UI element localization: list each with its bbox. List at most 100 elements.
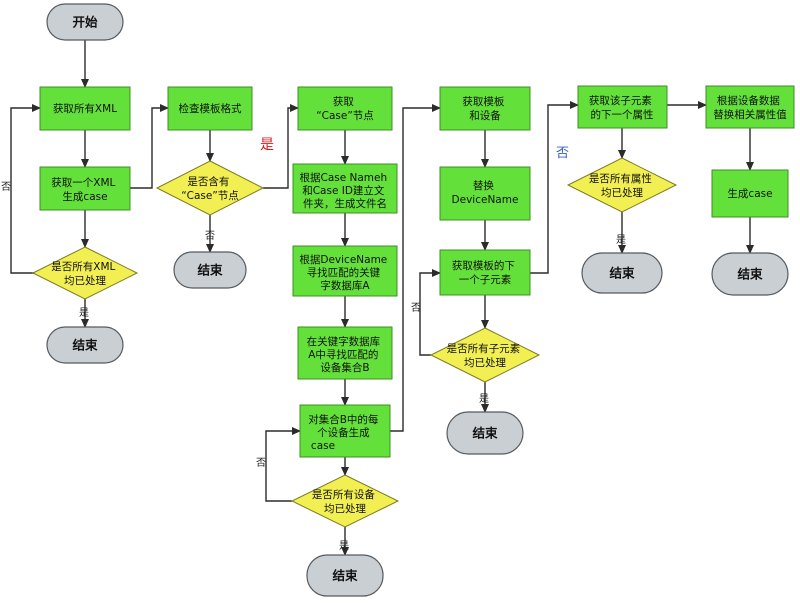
svg-text:获取一个XML 生成case: 获取一个XML 生成case xyxy=(51,177,118,203)
svg-text:是否所有子元素 均已处理: 是否所有子元素 均已处理 xyxy=(447,342,524,369)
start-terminal: 开始 xyxy=(46,3,124,41)
start-label: 开始 xyxy=(72,15,98,30)
get-one-xml-text-1: 获取一个XML xyxy=(51,177,115,189)
get-template-device-text-2: 和设备 xyxy=(469,109,501,122)
all-devices-done-decision: 是否所有设备 均已处理 xyxy=(290,474,400,528)
replace-devicename-step: 替换 DeviceName xyxy=(439,166,531,221)
svg-text:根据设备数据 替换相关属性值: 根据设备数据 替换相关属性值 xyxy=(713,94,787,121)
get-all-xml-text-1: 获取所有XML xyxy=(53,102,117,115)
all-attrs-done-text-1: 是否所有属性 xyxy=(589,172,652,185)
get-case-node-text-2: “Case”节点 xyxy=(316,110,374,122)
find-keyword-db-step: 根据DeviceName 寻找匹配的关键 字数据库A xyxy=(292,245,398,297)
svg-text:是否所有属性 均已处理: 是否所有属性 均已处理 xyxy=(589,172,655,199)
gen-case-step: 生成case xyxy=(711,169,789,218)
edge-device-decision-no-loop xyxy=(265,427,301,502)
find-keyword-db-text-1: 根据DeviceName xyxy=(299,253,387,266)
end-5-label: 结束 xyxy=(609,266,635,281)
edge-get-one-xml-to-check-template xyxy=(130,104,169,189)
label-yes-child-end: 是 xyxy=(479,393,489,405)
end-terminal-4: 结束 xyxy=(446,411,524,455)
has-case-node-decision: 是否含有 “Case”节点 xyxy=(155,160,265,216)
end-1-label: 结束 xyxy=(72,338,98,353)
get-template-device-step: 获取模板 和设备 xyxy=(439,86,531,131)
end-terminal-1: 结束 xyxy=(46,326,124,364)
svg-text:根据DeviceName 寻找匹配的关键: 根据DeviceName 寻找匹配的关键 字数据库A xyxy=(299,253,390,292)
label-yes-attr-end: 是 xyxy=(616,234,626,246)
find-device-set-text-1: 在关键字数据库 xyxy=(307,335,381,348)
label-yes-case-node: 是 xyxy=(260,137,274,153)
svg-text:获取模板的下 一个子元素: 获取模板的下 一个子元素 xyxy=(452,259,518,286)
svg-text:获取该子元素 的下一个属性: 获取该子元素 的下一个属性 xyxy=(589,94,655,121)
all-xml-done-text-1: 是否所有XML xyxy=(51,260,115,273)
create-folder-step: 根据Case Nameh 和Case ID建立文 件夹，生成文件名 xyxy=(292,163,398,214)
all-devices-done-text-2: 均已处理 xyxy=(324,503,366,515)
end-terminal-5: 结束 xyxy=(581,252,663,294)
get-next-attr-text-2: 的下一个属性 xyxy=(591,108,654,121)
end-4-label: 结束 xyxy=(472,426,498,441)
gen-case-text-1: 生成case xyxy=(727,187,772,200)
edge-gen-case-to-get-template-device xyxy=(390,104,441,432)
edges xyxy=(10,40,754,556)
svg-text:获取 “Case”节点: 获取 “Case”节点 xyxy=(316,96,374,122)
gen-case-per-device-text-1: 对集合B中的每 xyxy=(308,413,379,426)
check-template-text-1: 检查模板格式 xyxy=(179,102,242,115)
get-next-child-step: 获取模板的下 一个子元素 xyxy=(439,249,531,296)
label-no-xml-loop: 否 xyxy=(1,181,11,193)
svg-text:检查模板格式: 检查模板格式 xyxy=(179,102,242,115)
label-no-child-to-attr: 否 xyxy=(556,146,569,161)
svg-text:获取模板 和设备: 获取模板 和设备 xyxy=(462,95,507,122)
label-yes-xml-end: 是 xyxy=(79,307,89,319)
svg-text:根据Case Nameh 和Case ID建立文: 根据Case Nameh 和Case ID建立文 件夹，生成文件名 xyxy=(299,171,390,210)
gen-case-per-device-text-3: case xyxy=(311,440,335,452)
svg-text:生成case: 生成case xyxy=(727,187,772,200)
end-terminal-6: 结束 xyxy=(711,252,789,296)
replace-attr-value-step: 根据设备数据 替换相关属性值 xyxy=(705,85,795,129)
edge-labels: 否 是 是 否 否 是 否 是 否 是 xyxy=(1,137,626,552)
all-children-done-text-1: 是否所有子元素 xyxy=(447,342,521,355)
get-next-attr-step: 获取该子元素 的下一个属性 xyxy=(577,85,668,129)
label-no-device-loop: 否 xyxy=(256,457,266,469)
end-terminal-3: 结束 xyxy=(306,554,384,597)
get-next-attr-text-1: 获取该子元素 xyxy=(589,94,652,107)
svg-text:是否含有 “Case”节点: 是否含有 “Case”节点 xyxy=(181,175,239,202)
create-folder-text-3: 件夹，生成文件名 xyxy=(303,197,387,210)
edge-xml-decision-no-loop xyxy=(10,104,41,274)
all-xml-done-text-2: 均已处理 xyxy=(64,275,106,287)
get-next-child-text-2: 一个子元素 xyxy=(459,273,512,286)
get-one-xml-step: 获取一个XML 生成case xyxy=(39,166,131,211)
end-3-label: 结束 xyxy=(332,568,358,583)
find-device-set-step: 在关键字数据库 A中寻找匹配的 设备集合B xyxy=(297,326,393,380)
find-keyword-db-text-3: 字数据库A xyxy=(320,279,370,292)
all-attrs-done-text-2: 均已处理 xyxy=(601,187,643,199)
svg-text:是否所有XML 均已处理: 是否所有XML 均已处理 xyxy=(51,260,118,287)
svg-text:在关键字数据库 A中寻找匹配的 设备: 在关键字数据库 A中寻找匹配的 设备集合B xyxy=(307,335,384,374)
find-device-set-text-3: 设备集合B xyxy=(320,361,369,374)
find-keyword-db-text-2: 寻找匹配的关键 xyxy=(307,266,381,279)
all-attrs-done-decision: 是否所有属性 均已处理 xyxy=(566,157,678,213)
find-device-set-text-2: A中寻找匹配的 xyxy=(308,348,378,361)
has-case-node-text-2: “Case”节点 xyxy=(181,190,239,202)
get-next-child-text-1: 获取模板的下 xyxy=(452,259,515,272)
label-no-case-node: 否 xyxy=(205,230,215,242)
check-template-step: 检查模板格式 xyxy=(167,86,253,131)
edge-get-child-to-get-attr xyxy=(530,101,579,274)
svg-text:是否所有设备 均已处理: 是否所有设备 均已处理 xyxy=(312,488,378,515)
get-case-node-text-1: 获取 xyxy=(333,96,354,108)
svg-text:替换 DeviceName: 替换 DeviceName xyxy=(452,179,519,206)
get-all-xml-step: 获取所有XML xyxy=(39,86,131,131)
svg-text:获取所有XML: 获取所有XML xyxy=(53,102,117,115)
end-terminal-2: 结束 xyxy=(173,251,247,289)
edge-child-decision-no-loop xyxy=(419,269,441,356)
end-2-label: 结束 xyxy=(197,263,223,278)
replace-attr-value-text-2: 替换相关属性值 xyxy=(713,108,787,121)
get-template-device-text-1: 获取模板 xyxy=(462,95,504,108)
all-devices-done-text-1: 是否所有设备 xyxy=(312,488,375,501)
get-case-node-step: 获取 “Case”节点 xyxy=(297,86,393,131)
all-children-done-text-2: 均已处理 xyxy=(464,357,506,369)
has-case-node-text-1: 是否含有 xyxy=(187,175,229,188)
replace-attr-value-text-1: 根据设备数据 xyxy=(717,94,780,107)
end-6-label: 结束 xyxy=(737,267,763,282)
replace-devicename-text-2: DeviceName xyxy=(452,194,519,206)
replace-devicename-text-1: 替换 xyxy=(473,179,494,192)
